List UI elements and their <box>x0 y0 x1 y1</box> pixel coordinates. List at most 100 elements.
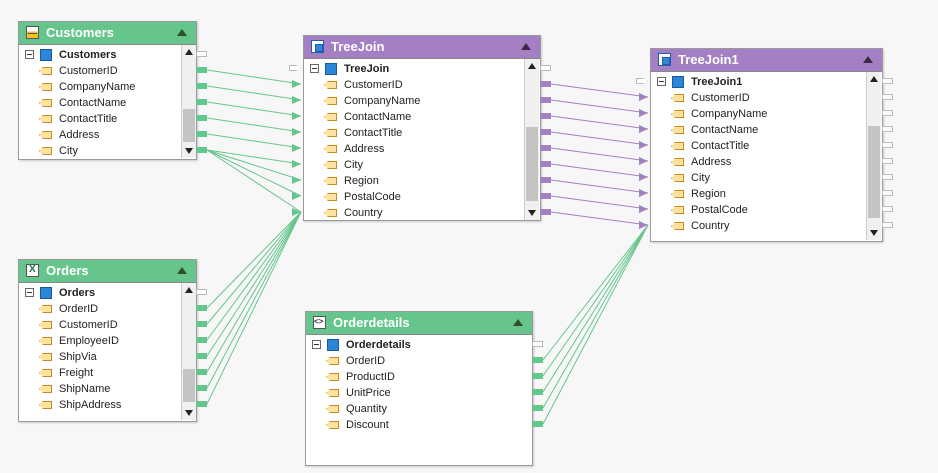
treejoin-header[interactable]: TreeJoin <box>304 36 540 59</box>
field-label: ContactName <box>59 97 127 109</box>
customers-field-port[interactable] <box>196 83 207 89</box>
orderdetails-field-port[interactable] <box>532 357 543 363</box>
treejoin-field-port[interactable] <box>540 97 551 103</box>
treejoin1-root-input[interactable] <box>636 78 648 84</box>
treejoin1-field-port[interactable] <box>882 142 893 148</box>
orderdetails-field-port[interactable] <box>532 389 543 395</box>
treejoin1-field-port[interactable] <box>882 78 893 84</box>
scroll-down-icon[interactable] <box>528 210 536 216</box>
orders-field-port[interactable] <box>196 337 207 343</box>
scroll-thumb[interactable] <box>183 369 195 402</box>
treejoin1-field-port[interactable] <box>882 174 893 180</box>
scroll-up-icon[interactable] <box>185 287 193 293</box>
scroll-up-icon[interactable] <box>185 49 193 55</box>
treejoin1-field-port[interactable] <box>882 94 893 100</box>
treejoin-field-port[interactable] <box>540 129 551 135</box>
treejoin-to-treejoin1-link <box>550 131 649 146</box>
treejoin-to-treejoin1-link <box>550 211 649 226</box>
minus-icon[interactable] <box>310 64 319 73</box>
field-tag-icon <box>326 373 339 381</box>
customers-header[interactable]: Customers <box>19 22 196 45</box>
orders-field-port[interactable] <box>196 305 207 311</box>
treejoin-field-port[interactable] <box>540 81 551 87</box>
orders-field-port[interactable] <box>196 353 207 359</box>
treejoin1-field-port[interactable] <box>882 222 893 228</box>
orderdetails-header[interactable]: Orderdetails <box>306 312 532 335</box>
treejoin1-field-port[interactable] <box>882 126 893 132</box>
customers-scrollbar[interactable] <box>181 45 196 158</box>
treejoin1-field-port[interactable] <box>882 206 893 212</box>
treejoin-field-port[interactable] <box>540 161 551 167</box>
orders-to-treejoin-link <box>206 211 302 373</box>
treejoin-field-port[interactable] <box>540 177 551 183</box>
orderdetails-title: Orderdetails <box>333 315 410 330</box>
treejoin-field-port[interactable] <box>540 193 551 199</box>
orders-header[interactable]: Orders <box>19 260 196 283</box>
minus-icon[interactable] <box>25 288 34 297</box>
orders-field-port[interactable] <box>196 385 207 391</box>
orders-field-port[interactable] <box>196 369 207 375</box>
minus-icon[interactable] <box>25 50 34 59</box>
treejoin1-field-port[interactable] <box>882 110 893 116</box>
customers-field-port[interactable] <box>196 147 207 153</box>
arrowhead <box>639 205 648 213</box>
collapse-icon[interactable] <box>863 56 873 63</box>
collapse-icon[interactable] <box>177 29 187 36</box>
field-tag-icon <box>324 129 337 137</box>
treejoin-root-label: TreeJoin <box>344 63 390 75</box>
orders-scrollbar[interactable] <box>181 283 196 420</box>
minus-icon[interactable] <box>657 77 666 86</box>
collapse-icon[interactable] <box>513 319 523 326</box>
field-label: Address <box>691 156 732 168</box>
customers-field-port[interactable] <box>196 67 207 73</box>
customers-field-port[interactable] <box>196 115 207 121</box>
scroll-down-icon[interactable] <box>185 148 193 154</box>
arrowhead <box>292 112 301 120</box>
scroll-down-icon[interactable] <box>185 410 193 416</box>
customers-field-port[interactable] <box>196 99 207 105</box>
treejoin-field-port[interactable] <box>540 113 551 119</box>
treejoin-root-port[interactable] <box>540 65 551 71</box>
collapse-icon[interactable] <box>177 267 187 274</box>
treejoin1-field-port[interactable] <box>882 158 893 164</box>
field-label: City <box>59 145 78 157</box>
orderdetails-root-port[interactable] <box>532 341 543 347</box>
orderdetails-field-port[interactable] <box>532 373 543 379</box>
treejoin-scrollbar[interactable] <box>524 59 539 220</box>
scroll-up-icon[interactable] <box>528 63 536 69</box>
scroll-thumb[interactable] <box>868 126 880 218</box>
scroll-thumb[interactable] <box>183 109 195 142</box>
field-tag-icon <box>324 193 337 201</box>
minus-icon[interactable] <box>312 340 321 349</box>
orders-component[interactable]: Orders Orders OrderIDCustomerIDEmployeeI… <box>18 259 197 422</box>
scroll-thumb[interactable] <box>526 127 538 201</box>
treejoin1-field-port[interactable] <box>882 190 893 196</box>
field-label: ContactTitle <box>691 140 750 152</box>
collapse-icon[interactable] <box>521 43 531 50</box>
field-label: ProductID <box>346 371 395 383</box>
orderdetails-component[interactable]: Orderdetails Orderdetails OrderIDProduct… <box>305 311 533 466</box>
orders-root-port[interactable] <box>196 289 207 295</box>
field-label: CompanyName <box>59 81 136 93</box>
field-tag-icon <box>324 209 337 217</box>
field-label: Country <box>344 207 383 219</box>
field-tag-icon <box>671 126 684 134</box>
treejoin-field-port[interactable] <box>540 145 551 151</box>
orders-field-port[interactable] <box>196 401 207 407</box>
treejoin1-header[interactable]: TreeJoin1 <box>651 49 882 72</box>
field-tag-icon <box>324 81 337 89</box>
orders-field-port[interactable] <box>196 321 207 327</box>
customers-root-port[interactable] <box>196 51 207 57</box>
scroll-down-icon[interactable] <box>870 230 878 236</box>
treejoin-field-port[interactable] <box>540 209 551 215</box>
treejoin-root-input[interactable] <box>289 65 301 71</box>
orderdetails-field-port[interactable] <box>532 405 543 411</box>
scroll-up-icon[interactable] <box>870 76 878 82</box>
customers-field-port[interactable] <box>196 131 207 137</box>
orderdetails-field-port[interactable] <box>532 421 543 427</box>
treejoin1-scrollbar[interactable] <box>866 72 881 240</box>
treejoin-to-treejoin1-link <box>550 147 649 162</box>
